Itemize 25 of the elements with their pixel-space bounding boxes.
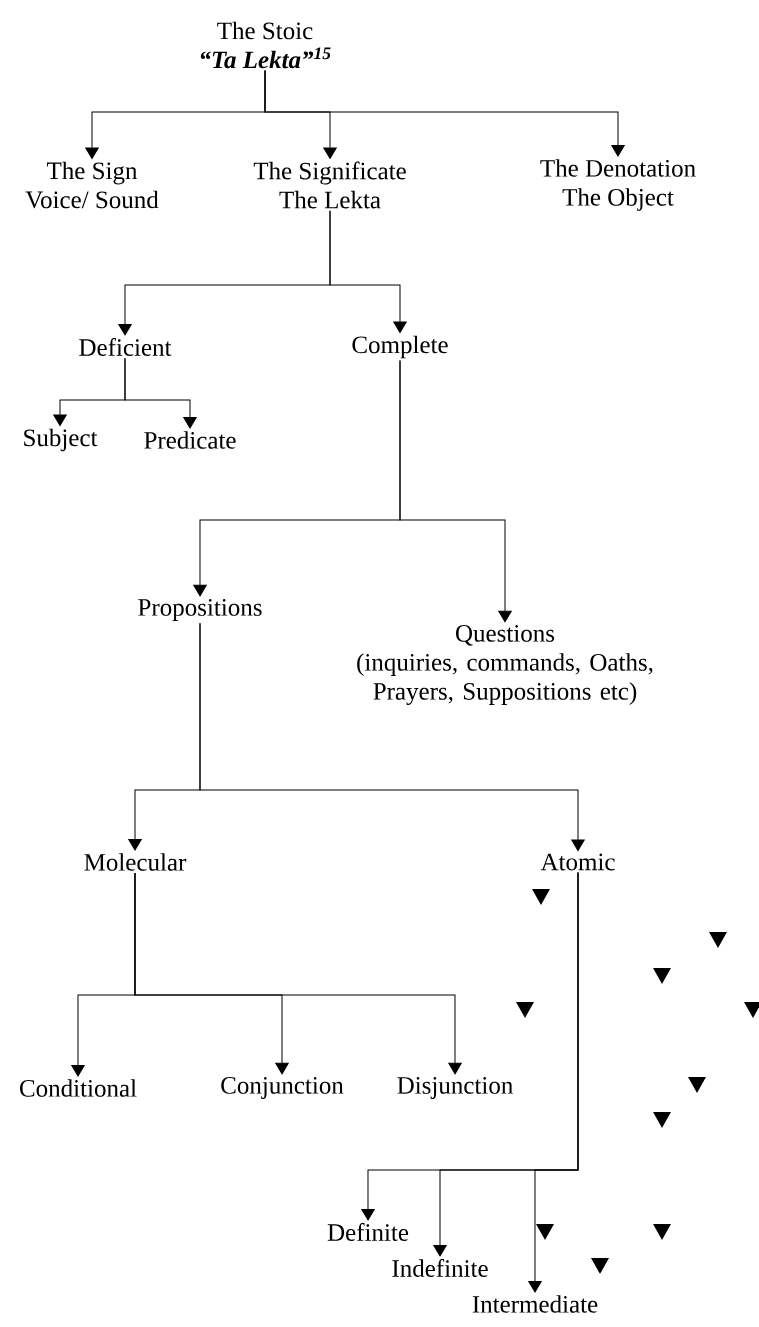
category-label: Propositions — [138, 599, 262, 621]
tree-connector — [528, 872, 579, 1293]
category-label: Subject — [24, 428, 98, 452]
category-label: Conjunction — [221, 1077, 344, 1099]
category-label: Definite — [327, 1223, 409, 1241]
category-label: Deficient — [79, 338, 172, 356]
category-label: Molecular — [84, 853, 187, 871]
category-label: Atomic — [540, 853, 615, 871]
tree-connector — [199, 622, 585, 851]
category-label: The Sign Voice/ Sound — [25, 161, 159, 209]
category-label: Disjunction — [397, 1077, 513, 1099]
tree-connector — [264, 70, 625, 157]
tree-connector — [124, 357, 197, 429]
tree-connector — [134, 872, 462, 1075]
category-label: The Significate The Lekta — [253, 161, 406, 209]
tree-connector — [329, 210, 407, 333]
category-label: Questions (inquiries, commands, Oaths, Prayers, Suppositions etc) — [357, 625, 653, 705]
category-label: Predicate — [144, 431, 236, 449]
category-label: Conditional — [20, 1079, 137, 1097]
category-label: The Stoic “Ta Lekta”$^{15}$ — [200, 21, 331, 69]
category-label: Intermediate — [472, 1295, 598, 1313]
category-label: Complete — [352, 335, 448, 359]
category-label: The Denotation The Object — [540, 159, 696, 211]
tree-connector — [399, 360, 512, 623]
category-label: Indefinite — [392, 1259, 488, 1277]
